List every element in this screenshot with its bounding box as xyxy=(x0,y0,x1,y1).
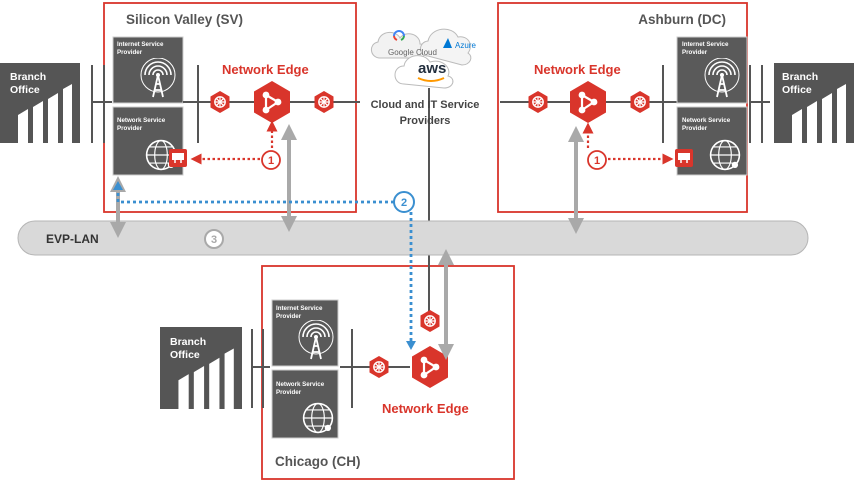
sv-isp-box: Internet Service Provider xyxy=(112,36,184,104)
svg-text:Branch: Branch xyxy=(782,71,818,83)
evp-lan-bar xyxy=(17,220,809,256)
svg-text:Provider: Provider xyxy=(117,49,143,56)
sv-hex-router-right xyxy=(313,90,335,114)
sv-site-label: Silicon Valley (SV) xyxy=(126,12,243,27)
step-3-badge xyxy=(204,229,224,249)
svg-text:Network Service: Network Service xyxy=(117,117,166,124)
sv-network-edge-hub xyxy=(252,80,292,124)
ch-nsp-box: Network Service Provider xyxy=(271,369,339,439)
sv-hex-router-left xyxy=(209,90,231,114)
globe-icon xyxy=(709,139,741,171)
dc-step-1-badge xyxy=(587,150,607,170)
svg-text:Network Service: Network Service xyxy=(276,381,325,388)
svg-text:Office: Office xyxy=(10,84,40,96)
dc-network-edge-label: Network Edge xyxy=(534,62,621,77)
svg-text:Office: Office xyxy=(782,84,812,96)
svg-text:Internet Service: Internet Service xyxy=(682,41,729,48)
ch-hex-router-left xyxy=(368,355,390,379)
svg-text:Provider: Provider xyxy=(117,125,143,132)
cloud-label-line2: Providers xyxy=(400,115,451,127)
svg-text:Provider: Provider xyxy=(682,125,708,132)
step-3-label: 3 xyxy=(211,234,217,246)
globe-icon xyxy=(302,402,334,434)
dc-branch-office: Branch Office xyxy=(774,63,854,143)
cloud-group: Google Cloud Azure aws xyxy=(371,28,476,89)
dc-router-icon xyxy=(674,148,694,168)
cloud-label-line1: Cloud and IT Service xyxy=(371,99,480,111)
evp-lan-label: EVP-LAN xyxy=(46,232,99,246)
aws-label: aws xyxy=(418,60,446,77)
ch-isp-box: Internet Service Provider xyxy=(271,299,339,367)
ch-site-label: Chicago (CH) xyxy=(275,454,361,469)
svg-text:2: 2 xyxy=(401,197,407,209)
dc-hex-router-right xyxy=(629,90,651,114)
blue-path-to-sv xyxy=(116,188,400,204)
svg-text:1: 1 xyxy=(268,155,274,167)
sv-branch-office: Branch Office xyxy=(0,63,80,143)
azure-label: Azure xyxy=(455,41,476,50)
sv-router-icon xyxy=(168,148,188,168)
svg-text:Provider: Provider xyxy=(682,49,708,56)
svg-text:Internet Service: Internet Service xyxy=(276,305,323,312)
dc-site-label: Ashburn (DC) xyxy=(638,12,726,27)
svg-text:Internet Service: Internet Service xyxy=(117,41,164,48)
svg-text:Branch: Branch xyxy=(170,336,206,348)
svg-text:Provider: Provider xyxy=(276,389,302,396)
sv-network-edge-label: Network Edge xyxy=(222,62,309,77)
dc-hex-router-left xyxy=(527,90,549,114)
svg-text:Office: Office xyxy=(170,349,200,361)
step-2-badge xyxy=(393,191,415,213)
ch-network-edge-label: Network Edge xyxy=(382,401,469,416)
svg-text:1: 1 xyxy=(594,155,600,167)
svg-text:Network Service: Network Service xyxy=(682,117,731,124)
ch-network-edge-hub xyxy=(410,345,450,389)
svg-text:Provider: Provider xyxy=(276,313,302,320)
ch-branch-office: Branch Office xyxy=(160,327,242,409)
sv-step-1-badge xyxy=(261,150,281,170)
google-cloud-label: Google Cloud xyxy=(388,48,437,57)
svg-text:Branch: Branch xyxy=(10,71,46,83)
dc-network-edge-hub xyxy=(568,80,608,124)
dc-isp-box: Internet Service Provider xyxy=(676,36,748,104)
ch-hex-router-top xyxy=(419,309,441,333)
